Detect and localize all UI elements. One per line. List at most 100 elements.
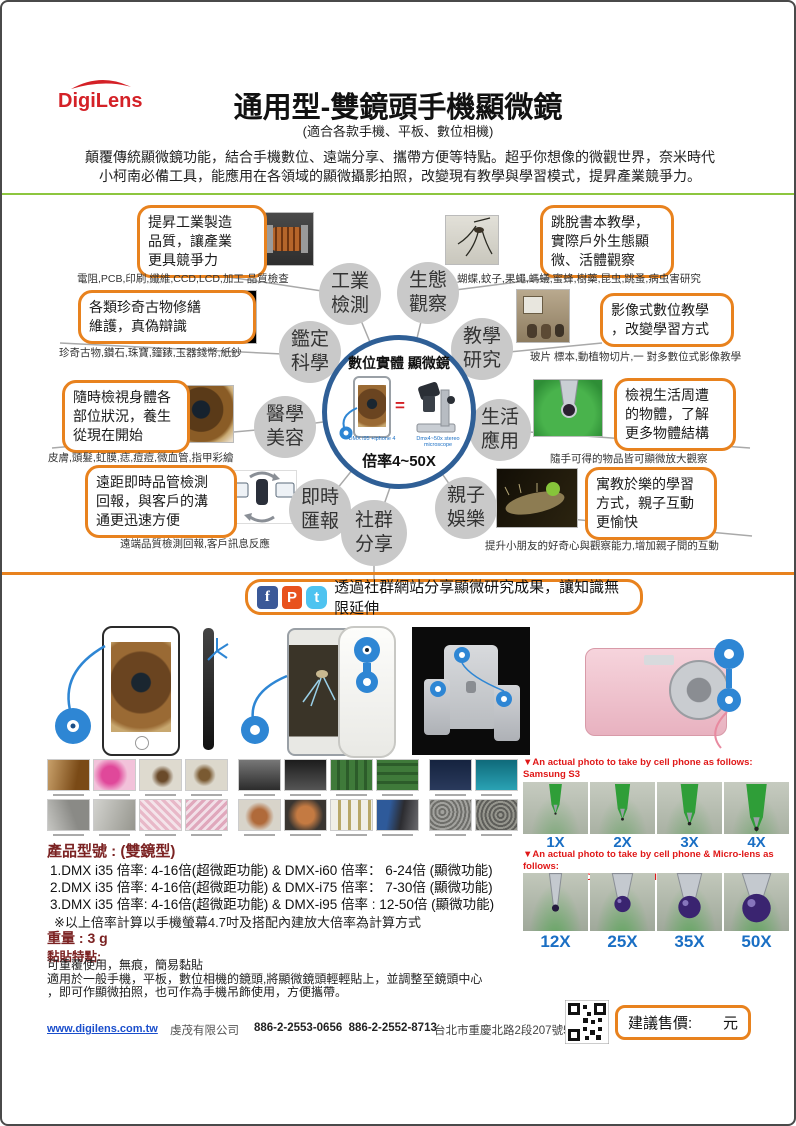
sample-thumbnail	[185, 799, 228, 836]
blue-splash-icon	[207, 638, 229, 661]
brand-logo: DigiLens	[58, 90, 143, 112]
pen-macro-12x	[523, 873, 588, 931]
bubble-industry: 工業 檢測	[319, 263, 381, 325]
website-link[interactable]: www.digilens.com.tw	[47, 1023, 158, 1035]
product-model-1: 1.DMX i35 倍率: 4-16倍(超微距功能) & DMX-i60 倍率：…	[50, 863, 493, 878]
zoom-label: 50X	[741, 932, 772, 951]
sample-thumbnail	[475, 799, 518, 836]
pen-macro-25x	[590, 873, 655, 931]
sample-thumbnail	[376, 759, 419, 796]
facebook-icon[interactable]: f	[257, 585, 278, 609]
sample-thumbnail	[139, 799, 182, 836]
bubble-social: 社群 分享	[341, 500, 407, 566]
sample-thumbnail	[93, 759, 136, 796]
callout-report: 遠距即時品管檢測 回報，與客戶的溝 通更迅速方便	[85, 465, 237, 538]
sample-thumbnail	[429, 759, 472, 796]
suggested-price-box: 建議售價: 元	[615, 1005, 751, 1040]
sample-thumbnail	[47, 799, 90, 836]
mosquito-photo	[445, 215, 499, 265]
callout-ecology: 跳脫書本教學， 實際戶外生態顯 微、活體觀察	[540, 205, 674, 278]
twitter-icon[interactable]: t	[306, 585, 328, 609]
social-share-text: 透過社群網站分享顯微研究成果，讓知識無限延伸	[334, 579, 620, 617]
center-circle: 數位實體 顯微鏡 DMX i95 +iphone 4 = Dmx4~50x st…	[322, 335, 476, 489]
logo-swoosh-icon	[71, 79, 131, 89]
sample-thumbnail-row-2	[47, 799, 521, 836]
sample-thumbnail	[284, 759, 327, 796]
lens-cord-icon	[339, 407, 358, 440]
inductor-coil-photo	[260, 212, 314, 266]
product-photo-pink-camera	[567, 630, 757, 754]
sample-thumbnail	[47, 759, 90, 796]
sample-thumbnail	[330, 759, 373, 796]
zoom-label: 2X	[613, 834, 632, 851]
caption-teaching: 玻片 標本,動植物切片,一 對多數位式影像教學	[530, 351, 742, 363]
callout-antique: 各類珍奇古物修繕 維護，真偽辯識	[78, 290, 256, 344]
orange-divider	[2, 572, 794, 575]
stereo-microscope-image	[416, 382, 456, 433]
caption-industry: 電阻,PCB,印刷,纖維,CCD,LCD,加工 品質檢查	[77, 273, 289, 285]
pen-tip-photo	[533, 379, 603, 437]
callout-family: 寓教於樂的學習 方式，親子互動 更愉快	[585, 467, 717, 540]
green-divider	[2, 193, 794, 195]
company-name: 虔茂有限公司	[170, 1025, 239, 1037]
equals-sign: =	[395, 396, 405, 415]
caption-medical: 皮膚,頭髮,虹膜,痣,痘痘,微血管,指甲彩繪	[48, 452, 234, 464]
sample-thumbnail	[376, 799, 419, 836]
caption-life: 隨手可得的物品皆可顯微放大觀察	[550, 453, 708, 465]
sample-thumbnail	[429, 799, 472, 836]
caption-antique: 珍奇古物,鑽石,珠寶,鐘錶,玉器錢幣,紙鈔	[59, 347, 242, 359]
pen-photo-1x	[523, 782, 588, 834]
callout-medical: 隨時檢視身體各 部位狀況，養生 從現在開始	[62, 380, 190, 453]
classroom-photo	[516, 289, 570, 343]
product-photo-apple-devices	[412, 627, 530, 755]
pen-macro-35x	[657, 873, 722, 931]
page-title: 通用型-雙鏡頭手機顯微鏡	[233, 92, 563, 124]
zoom-label: 3X	[680, 834, 699, 851]
price-label: 建議售價:	[628, 1015, 693, 1032]
phone-caption: DMX i95 +iphone 4	[348, 436, 396, 442]
plurk-icon[interactable]: P	[281, 585, 303, 609]
product-model-2: 2.DMX i35 倍率: 4-16倍(超微距功能) & DMX-i75 倍率：…	[50, 880, 493, 895]
intro-paragraph: 顛覆傳統顯微鏡功能，結合手機數位、遠端分享、攜帶方便等特點。超乎你想像的微觀世界…	[85, 149, 715, 184]
zoom-label-row-1: 1X 2X 3X 4X	[523, 834, 791, 851]
qr-code	[565, 1000, 609, 1044]
remote-report-graphic	[227, 470, 297, 524]
price-unit: 元	[722, 1015, 738, 1032]
sample-thumbnail	[93, 799, 136, 836]
product-model-3: 3.DMX i35 倍率: 4-16倍(超微距功能) & DMX-i95 倍率 …	[50, 897, 495, 912]
sample-thumbnail	[330, 799, 373, 836]
center-title: 數位實體 顯微鏡	[348, 355, 450, 371]
adhesive-heading: 黏貼特點:	[47, 950, 102, 964]
bubble-appraisal: 鑑定 科學	[279, 321, 341, 383]
zoom-label: 1X	[546, 834, 565, 851]
scope-caption: Dmx4~50x stereo microscope	[416, 436, 460, 448]
pen-photo-row	[523, 782, 791, 834]
adhesive-body: 可重覆使用，無痕，簡易黏貼 適用於一般手機，平板，數位相機的鏡頭,將顯微鏡頭輕輕…	[47, 958, 483, 999]
product-photo-iphone	[47, 622, 232, 756]
zoom-label: 12X	[540, 932, 571, 951]
social-share-bar: f P t 透過社群網站分享顯微研究成果，讓知識無限延伸	[245, 579, 643, 617]
caterpillar-photo	[496, 468, 578, 528]
bubble-life: 生活 應用	[469, 399, 531, 461]
lens-cord-icon	[714, 639, 744, 749]
lens-cord-icon	[241, 674, 288, 744]
callout-industry: 提昇工業製造 品質，讓產業 更具競爭力	[137, 205, 267, 278]
lens-cord-icon	[55, 644, 106, 744]
bubble-family: 親子 娛樂	[435, 477, 497, 539]
magnification-label: 倍率4~50X	[362, 453, 436, 470]
callout-teaching: 影像式數位教學 ，改變學習方式	[600, 293, 734, 347]
sample-thumbnail	[284, 799, 327, 836]
callout-life: 檢視生活周遭 的物體，了解 更多物體結構	[614, 378, 736, 451]
lens-dots-icon	[430, 647, 512, 707]
sample-thumbnail	[238, 799, 281, 836]
company-address: 台北市重慶北路2段207號5樓	[434, 1025, 581, 1037]
product-models-heading: 產品型號 : (雙鏡型)	[47, 843, 176, 860]
page-subtitle: (適合各款手機、平板、數位相機)	[302, 124, 494, 139]
phone-with-lens-image	[339, 376, 391, 440]
sample-thumbnail	[238, 759, 281, 796]
zoom-label: 4X	[747, 834, 766, 851]
bubble-ecology: 生態 觀察	[397, 262, 459, 324]
magnification-note: ※以上倍率計算以手機螢幕4.7吋及搭配內建放大倍率為計算方式	[54, 915, 421, 930]
